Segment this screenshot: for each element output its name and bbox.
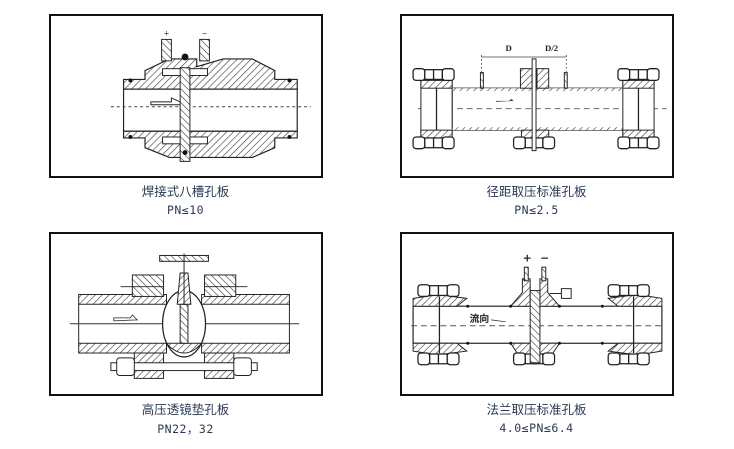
figure-welded-orifice-plate: + −	[49, 14, 323, 178]
figure-distance-tap-orifice-plate: D D/2	[400, 14, 674, 178]
pressure-rating: PN22，32	[157, 422, 214, 436]
welded-orifice-drawing: + −	[110, 30, 311, 162]
plus-label: +	[164, 30, 170, 38]
plus-label: +	[523, 251, 532, 264]
dimension-d-label: D	[506, 43, 512, 53]
minus-label: −	[202, 30, 208, 38]
figure-title: 径距取压标准孔板	[486, 184, 587, 199]
flange-tap-orifice-drawing: + − 流向	[411, 251, 665, 366]
pressure-rating: 4.0≤PN≤6.4	[499, 421, 574, 435]
figure-title: 焊接式八槽孔板	[141, 184, 230, 199]
figure-title: 法兰取压标准孔板	[486, 402, 587, 417]
minus-label: −	[540, 251, 549, 264]
figure-title: 高压透镜垫孔板	[141, 402, 230, 417]
distance-tap-orifice-drawing: D D/2	[412, 43, 667, 152]
flow-direction-label: 流向	[470, 312, 490, 325]
pressure-rating: PN≤10	[166, 203, 205, 217]
pressure-rating: PN≤2.5	[514, 203, 559, 217]
dimension-d-half-label: D/2	[545, 43, 558, 53]
figure-lens-gasket-orifice-plate	[49, 232, 323, 396]
lens-gasket-orifice-drawing	[69, 253, 300, 379]
figure-flange-tap-orifice-plate: + − 流向	[400, 232, 674, 396]
